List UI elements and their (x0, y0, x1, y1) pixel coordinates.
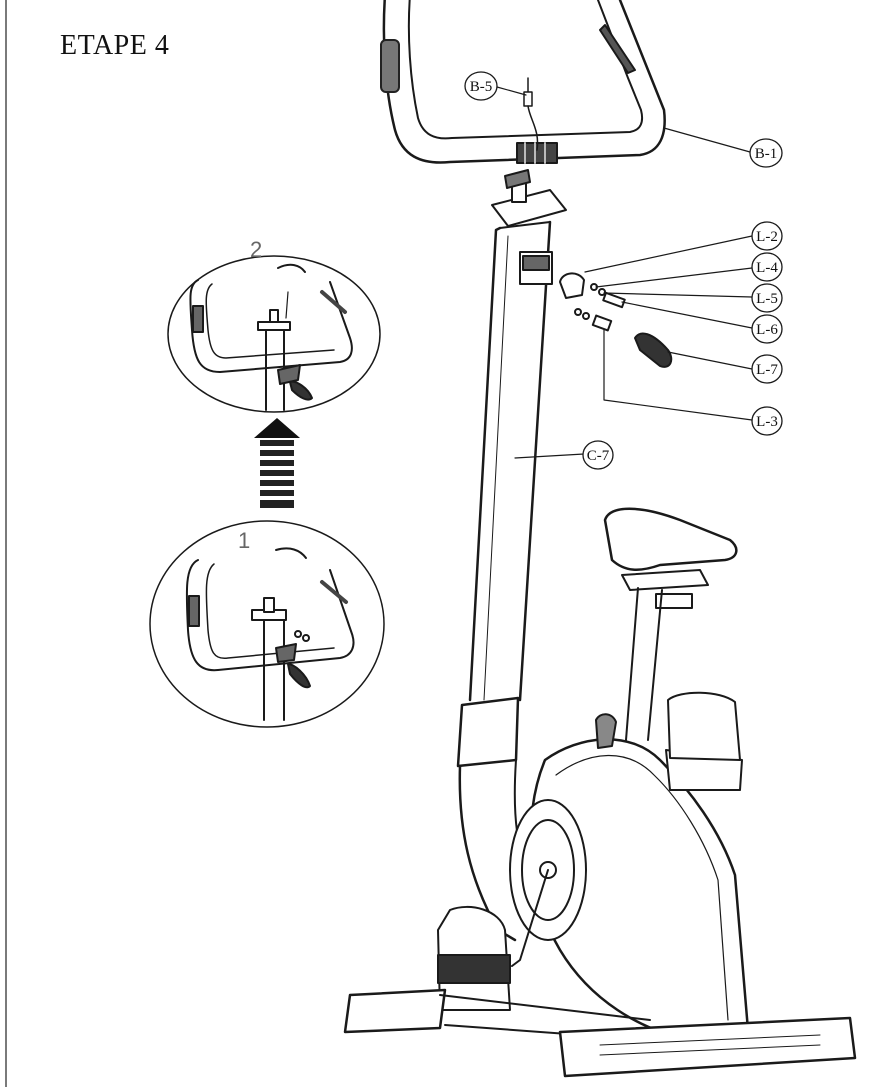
crank-pedal (437, 861, 557, 1011)
detail-view-1: 1 (149, 520, 385, 728)
seat-assembly (603, 507, 738, 741)
label-b1: B-1 (755, 146, 778, 162)
label-c7: C-7 (587, 448, 610, 464)
label-b5: B-5 (470, 79, 493, 95)
pulse-cable-b5 (523, 77, 539, 151)
label-l5: L-5 (756, 291, 778, 307)
label-l3: L-3 (756, 414, 778, 430)
step-title: ETAPE 4 (60, 30, 170, 61)
left-page-edge (0, 0, 7, 1087)
label-l4: L-4 (756, 260, 778, 276)
detail-number-2: 2 (250, 237, 262, 262)
label-l7: L-7 (756, 362, 778, 378)
callout-labels: B-5 B-1 L-2 L-4 L-5 L-6 L-7 L-3 C-7 (470, 79, 779, 464)
detail-view-2: 2 (167, 237, 381, 413)
upright-column-c7 (456, 169, 567, 942)
sequence-arrow (254, 418, 300, 508)
detail-number-1: 1 (238, 528, 250, 553)
handlebar-b1 (380, 0, 666, 164)
bike-base (343, 988, 857, 1078)
label-l2: L-2 (756, 229, 778, 245)
tension-knob-parts (559, 272, 673, 368)
label-l6: L-6 (756, 322, 778, 338)
callout-lines (496, 86, 753, 459)
callout-circles (464, 71, 783, 470)
